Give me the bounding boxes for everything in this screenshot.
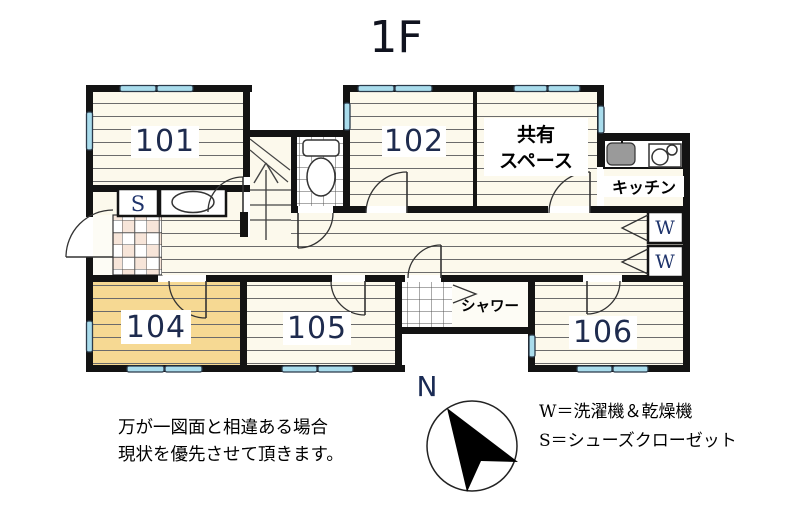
north-arrow-icon xyxy=(447,408,518,492)
entrance-door xyxy=(65,209,114,258)
room-102-label: 102 xyxy=(384,124,444,159)
window xyxy=(612,365,649,373)
washer-top-box xyxy=(646,210,685,245)
window xyxy=(528,334,536,358)
shoe-closet xyxy=(116,187,160,218)
shared-space-label-line1: 共有 xyxy=(517,123,555,146)
hall-door xyxy=(207,176,244,213)
room-101-label: 101 xyxy=(135,124,195,159)
legend-shoe: S＝シューズクローゼット xyxy=(539,431,737,451)
washer-bottom-label: W xyxy=(655,251,675,273)
north-label: N xyxy=(417,370,438,403)
window xyxy=(394,84,433,93)
entry-floor xyxy=(93,215,113,275)
disclaimer-line2: 現状を優先させて頂きます。 xyxy=(118,445,344,465)
window xyxy=(357,84,395,93)
window xyxy=(85,320,94,353)
shared-space-label-line2: スペース xyxy=(499,150,573,172)
room-104-label: 104 xyxy=(126,310,186,345)
stairs xyxy=(249,138,291,240)
window xyxy=(597,105,605,134)
window xyxy=(513,84,548,93)
kitchen-label: キッチン xyxy=(612,178,676,197)
window xyxy=(281,365,318,373)
toilet-icon xyxy=(302,139,340,197)
room-105-door xyxy=(330,280,366,316)
stairwell-floor xyxy=(250,137,291,237)
window xyxy=(576,365,613,373)
window xyxy=(343,102,351,131)
shoe-closet-label: S xyxy=(131,192,145,216)
washbasin-icon xyxy=(158,187,228,218)
window xyxy=(156,84,194,93)
page-title: 1F xyxy=(369,12,422,63)
window xyxy=(547,84,581,93)
notes: 万が一図面と相違ある場合 現状を優先させて頂きます。 W＝洗濯機＆乾燥機 S＝シ… xyxy=(118,402,737,465)
washer-top-label: W xyxy=(655,217,675,239)
room-104-door xyxy=(168,280,207,319)
bifold-door-top xyxy=(620,214,649,242)
bifold-door-bottom xyxy=(620,248,649,275)
stove-icon xyxy=(648,143,682,168)
hall-floor xyxy=(162,216,240,275)
legend-washer: W＝洗濯機＆乾燥機 xyxy=(539,402,692,422)
toilet-door xyxy=(297,212,334,249)
room-106-door xyxy=(586,280,621,315)
window xyxy=(164,365,203,373)
window xyxy=(85,111,94,151)
shower-anteroom-tiles xyxy=(402,282,452,327)
room-102-door xyxy=(365,171,408,214)
kitchen-counter xyxy=(603,137,684,169)
room-106-label: 106 xyxy=(573,315,633,350)
windows xyxy=(85,84,649,373)
labels: 1F 101 102 共有 スペース キッチン シャワー 104 105 106… xyxy=(121,12,684,350)
window xyxy=(126,365,165,373)
disclaimer-line1: 万が一図面と相違ある場合 xyxy=(118,418,328,438)
shower-label: シャワー xyxy=(461,299,519,315)
fixtures xyxy=(116,137,685,279)
shower-folding-door xyxy=(452,284,478,304)
stairs-up-arrow xyxy=(253,162,279,240)
window xyxy=(317,365,354,373)
kitchen-sink-icon xyxy=(606,142,636,166)
window xyxy=(119,84,157,93)
compass: N xyxy=(417,370,518,492)
washer-closets xyxy=(646,210,685,279)
shower-door xyxy=(407,244,442,279)
washer-bottom-box xyxy=(646,244,685,279)
room-105-label: 105 xyxy=(287,311,347,346)
genkan-tiles xyxy=(112,214,163,276)
